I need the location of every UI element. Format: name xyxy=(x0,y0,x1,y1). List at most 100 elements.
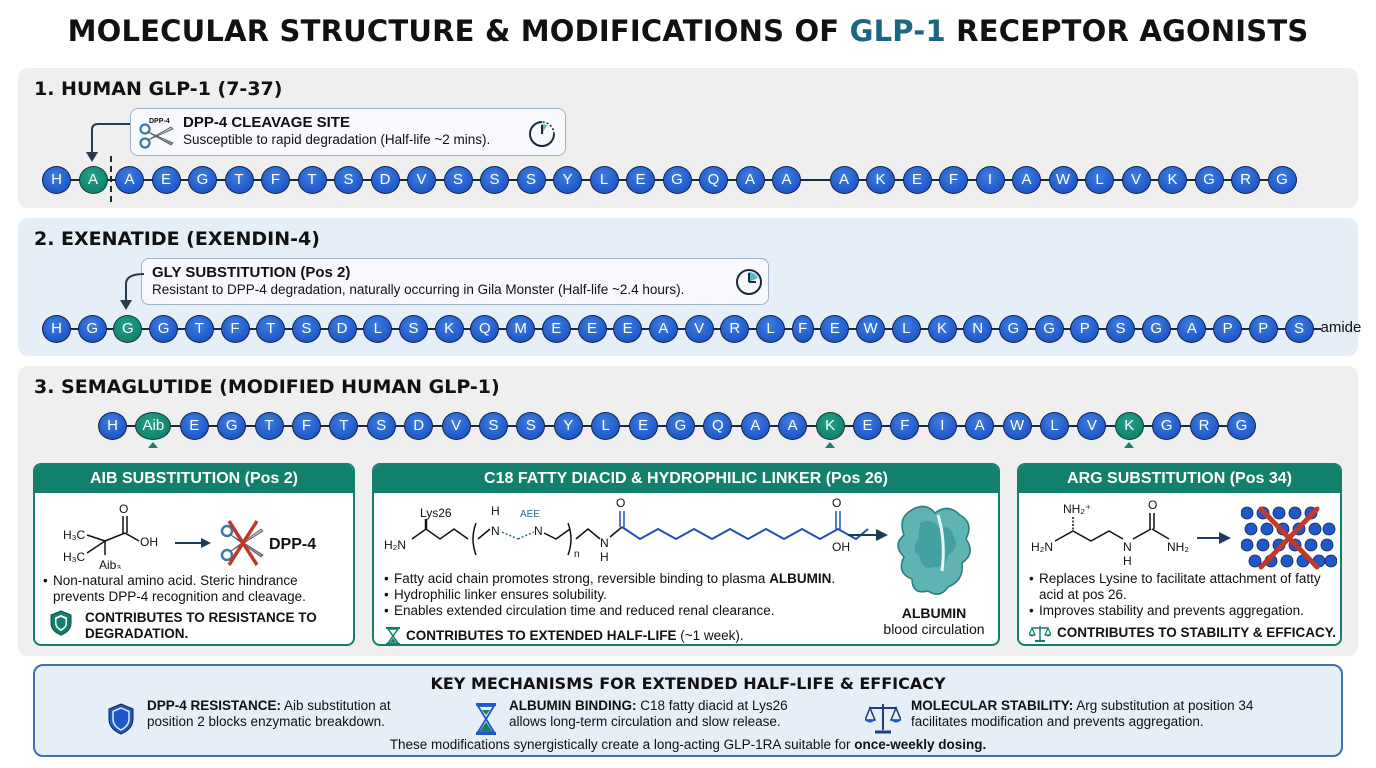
section-exenatide: 2. EXENATIDE (EXENDIN-4) GLY SUBSTITUTIO… xyxy=(18,218,1361,356)
residue-f-6: F xyxy=(220,315,250,343)
residue-a-22: A xyxy=(829,166,859,194)
callout-title: GLY SUBSTITUTION (Pos 2) xyxy=(152,264,351,281)
residue-i-23: I xyxy=(927,412,957,440)
residue-e-21: E xyxy=(853,412,882,440)
card-title: C18 FATTY DIACID & HYDROPHILIC LINKER (P… xyxy=(374,465,998,493)
aib-structure: O OH H₃C H₃C Aib₃ DPP-4 xyxy=(63,502,316,569)
residue-a-21: A xyxy=(772,166,801,194)
residue-i-26: I xyxy=(975,166,1005,194)
residue-d-9: D xyxy=(327,315,357,343)
key-item-text2: position 2 blocks enzymatic breakdown. xyxy=(147,714,385,729)
residue-l-25: L xyxy=(891,315,921,343)
clock-icon xyxy=(529,121,555,147)
peptide-bond xyxy=(1241,328,1250,330)
peptide-bond xyxy=(768,425,780,427)
residue-g-29: G xyxy=(1152,412,1182,440)
peptide-bond xyxy=(748,328,757,330)
residue-e-17: E xyxy=(613,315,643,343)
peptide-bond xyxy=(843,425,854,427)
callout-text: Resistant to DPP-4 degradation, naturall… xyxy=(152,282,685,297)
key-item-albumin: ALBUMIN BINDING: C18 fatty diacid at Lys… xyxy=(509,698,788,730)
aggregate-particle xyxy=(1308,522,1322,536)
key-item-label: ALBUMIN BINDING: xyxy=(509,698,637,713)
aggregate-particle xyxy=(1280,554,1294,568)
peptide-bond xyxy=(1149,179,1159,181)
residue-s-13: S xyxy=(480,166,509,194)
residue-e-16: E xyxy=(577,315,607,343)
residue-f-6: F xyxy=(292,412,321,440)
residue-g-5: G xyxy=(188,166,217,194)
residue-r-30: R xyxy=(1189,412,1219,440)
peptide-bond xyxy=(690,179,700,181)
aggregate-particle xyxy=(1244,522,1258,536)
residue-k-20: K xyxy=(815,412,845,440)
peptide-bond xyxy=(284,328,293,330)
atom-ch3a: H₃C xyxy=(63,528,86,542)
peptide-bond xyxy=(212,328,222,330)
peptide-bond xyxy=(955,425,967,427)
residue-s-8: S xyxy=(291,315,321,343)
residue-a-2: A xyxy=(78,166,108,194)
residue-v-10: V xyxy=(441,412,471,440)
residue-k-28: K xyxy=(1114,412,1144,440)
card-title: ARG SUBSTITUTION (Pos 34) xyxy=(1019,465,1340,493)
peptide-bond xyxy=(544,425,555,427)
albumin-label: ALBUMIN blood circulation xyxy=(874,605,994,637)
residue-w-28: W xyxy=(1048,166,1078,194)
section-title: 2. EXENATIDE (EXENDIN-4) xyxy=(34,228,320,250)
card-aib-substitution: AIB SUBSTITUTION (Pos 2) O OH H₃C H₃C Ai… xyxy=(33,463,355,646)
residue-k-12: K xyxy=(434,315,464,343)
key-item-label: DPP-4 RESISTANCE: xyxy=(147,698,282,713)
bullet: Enables extended circulation time and re… xyxy=(384,603,864,619)
peptide-bond xyxy=(362,179,372,181)
peptide-bond xyxy=(800,179,831,181)
aggregate-particle xyxy=(1248,554,1262,568)
residue-t-7: T xyxy=(256,315,286,343)
peptide-bond xyxy=(676,328,686,330)
atom-label: Aib₃ xyxy=(99,558,121,569)
hourglass-icon xyxy=(476,703,496,735)
residue-s-14: S xyxy=(516,166,546,194)
peptide-bond xyxy=(106,179,116,181)
residue-h-1: H xyxy=(42,166,71,194)
key-item-stability: MOLECULAR STABILITY: Arg substitution at… xyxy=(911,698,1253,730)
section-title: 3. SEMAGLUTIDE (MODIFIED HUMAN GLP-1) xyxy=(34,376,500,398)
peptide-bond xyxy=(617,179,627,181)
residue-l-10: L xyxy=(363,315,393,343)
residue-a-33: A xyxy=(1177,315,1207,343)
peptide-bond xyxy=(325,179,335,181)
peptide-bond xyxy=(1142,425,1154,427)
atom-h: H xyxy=(491,504,500,518)
peptide-bond xyxy=(508,179,518,181)
bullet: Non-natural amino acid. Steric hindrance… xyxy=(43,573,343,605)
peptide-bond xyxy=(918,425,929,427)
peptide-bond xyxy=(1040,179,1050,181)
atom-nh2plus: NH₂⁺ xyxy=(1063,502,1091,516)
residue-e-24: E xyxy=(902,166,932,194)
residue-g-28: G xyxy=(998,315,1028,343)
key-item-dpp4: DPP-4 RESISTANCE: Aib substitution at po… xyxy=(147,698,391,730)
callout-text: Susceptible to rapid degradation (Half-l… xyxy=(183,132,491,147)
residue-e-3: E xyxy=(179,412,209,440)
residue-f-7: F xyxy=(261,166,290,194)
atom-ch3b: H₃C xyxy=(63,550,86,564)
peptide-bond xyxy=(469,425,480,427)
peptide-bond xyxy=(248,328,258,330)
residue-w-25: W xyxy=(1002,412,1032,440)
peptide-bond xyxy=(179,179,189,181)
peptide-bond xyxy=(432,425,443,427)
repeat-n: n xyxy=(574,549,580,560)
cross-mark xyxy=(1258,506,1320,570)
atom-o: O xyxy=(1148,499,1157,512)
peptide-bond xyxy=(919,328,929,330)
aggregate-particle xyxy=(1272,506,1286,520)
residue-t-6: T xyxy=(224,166,254,194)
peptide-bond xyxy=(141,328,151,330)
key-item-text2: allows long-term circulation and slow re… xyxy=(509,714,781,729)
residue-k-31: K xyxy=(1158,166,1187,194)
dpp4-small-label: DPP-4 xyxy=(149,118,170,125)
atom-n3: N xyxy=(600,536,609,550)
residue-s-11: S xyxy=(399,315,428,343)
residue-r-33: R xyxy=(1231,166,1260,194)
